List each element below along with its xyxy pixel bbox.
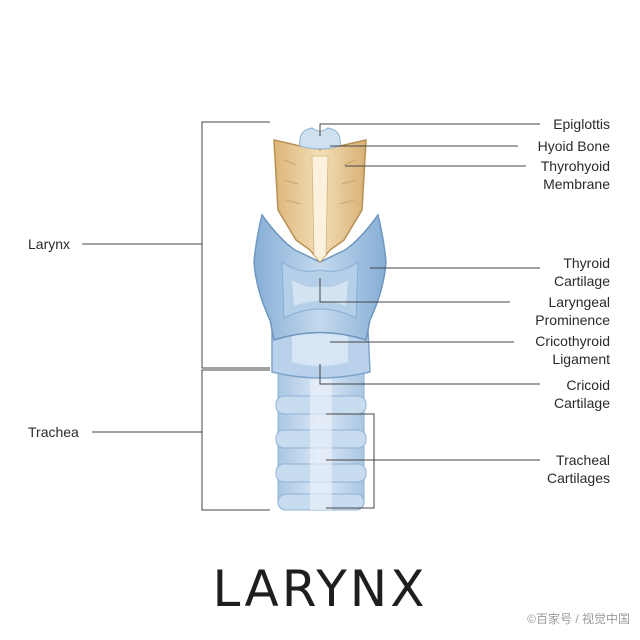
cricoid-illustration [271, 323, 371, 379]
label-larynx: Larynx [28, 236, 71, 252]
diagram-title: LARYNX [212, 560, 428, 618]
left-brackets [82, 121, 270, 511]
epiglottis-illustration [299, 127, 341, 150]
hyoid-illustration [273, 139, 367, 264]
trachea-illustration [275, 359, 367, 511]
watermark: ©百家号 / 视觉中国 [527, 612, 630, 626]
label-hyoid-bone: Hyoid Bone [537, 138, 610, 154]
right-leaders [319, 123, 540, 509]
label-epiglottis: Epiglottis [553, 116, 610, 132]
label-trachea: Trachea [28, 424, 79, 440]
